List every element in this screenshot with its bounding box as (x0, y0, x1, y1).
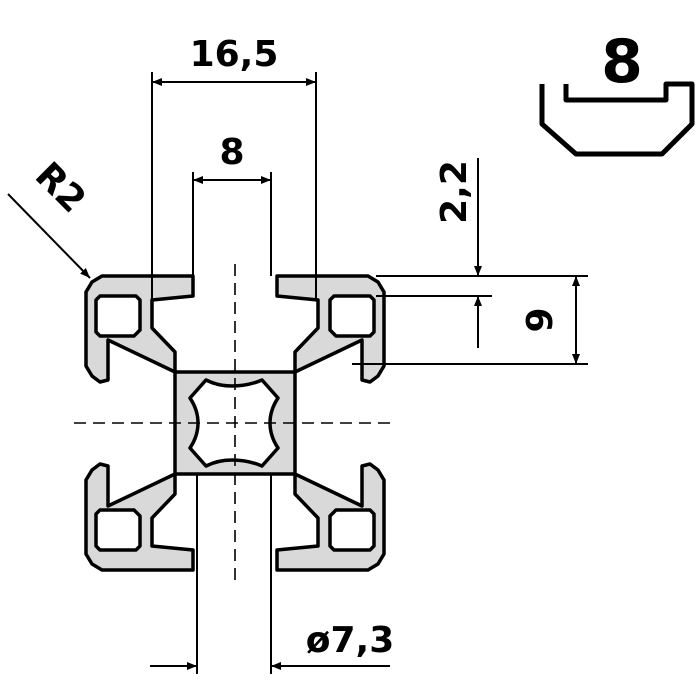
dimension-bore-diameter (150, 474, 390, 674)
dimension-radius-label: R2 (27, 155, 93, 221)
dimension-slot-depth (352, 275, 588, 365)
dimension-slot-width (192, 172, 272, 276)
dimension-width-overall-label: 16,5 (190, 34, 279, 75)
dimension-bore-diameter-label: ø7,3 (306, 620, 395, 661)
corner-cavity-bottom-right (328, 508, 376, 552)
center-lines (74, 264, 396, 582)
dimension-slot-width-label: 8 (219, 132, 244, 173)
slot-symbol-outline (539, 81, 695, 157)
corner-cavity-top-left (94, 294, 142, 338)
corner-cavity-bottom-left (94, 508, 142, 552)
dimension-width-overall (151, 72, 317, 300)
dimension-slot-depth-label: 9 (520, 307, 561, 332)
profile-cross-section (84, 274, 386, 572)
slot-symbol-label: 8 (601, 27, 643, 97)
corner-cavity-top-right (328, 294, 376, 338)
slot-size-symbol: 8 (539, 27, 695, 157)
dimension-wall-thickness-label: 2,2 (434, 160, 475, 224)
dimension-radius (7, 193, 91, 279)
